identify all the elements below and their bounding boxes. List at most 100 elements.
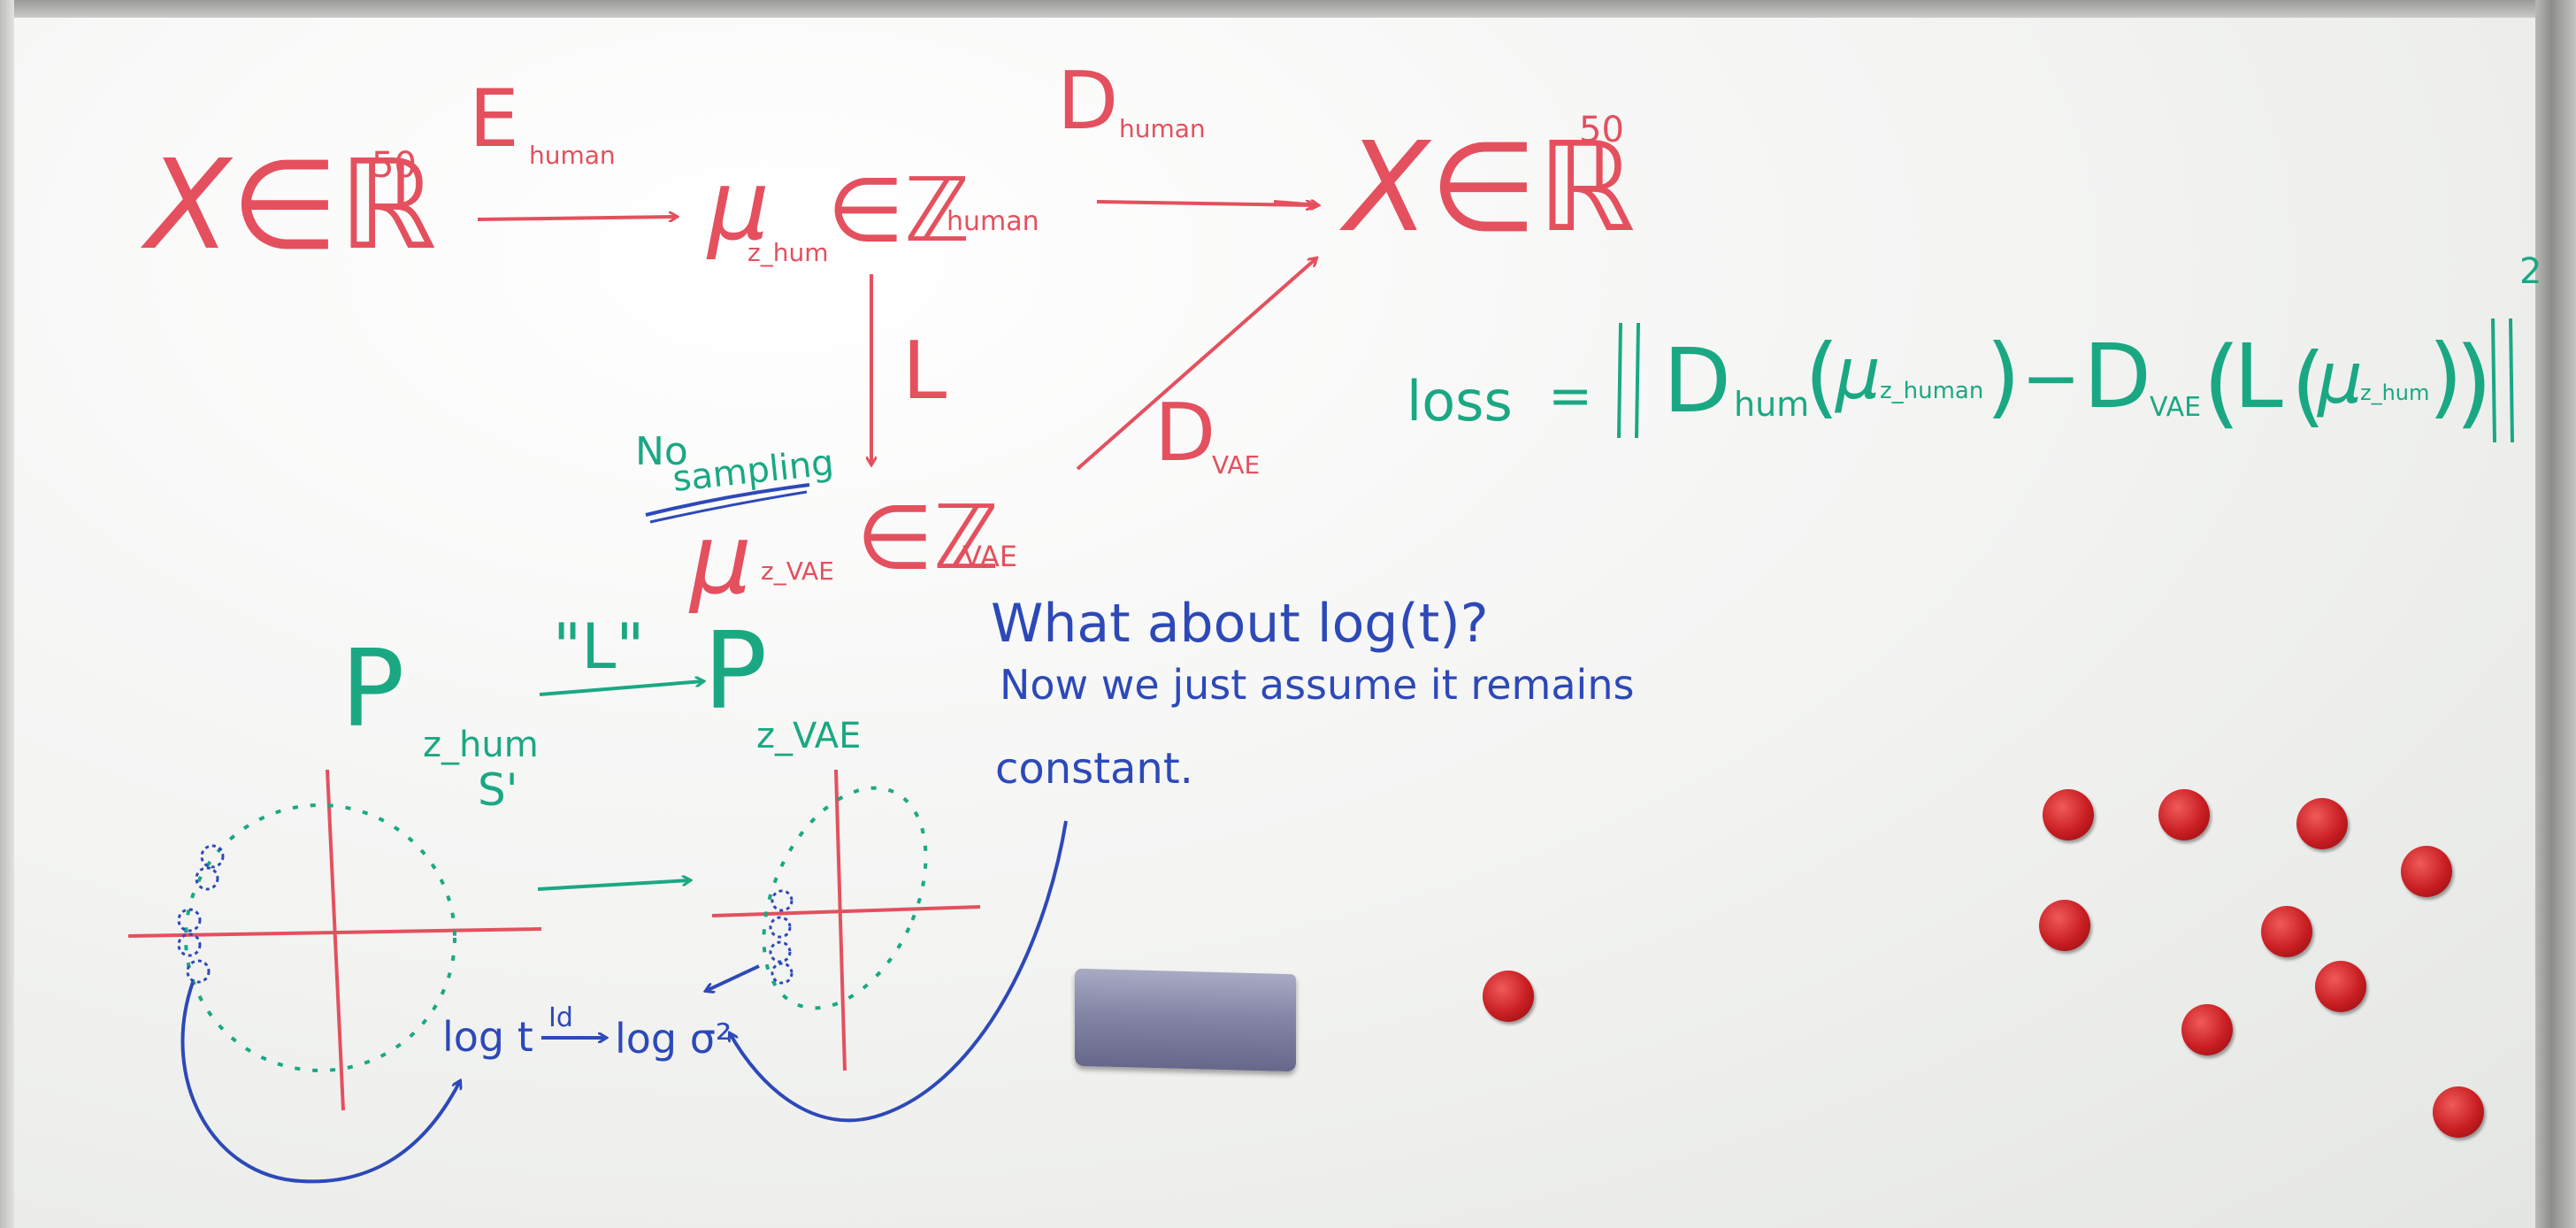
loss-equation: loss = D hum ( μ z_human ) − D VAE ( L (… xyxy=(1407,251,2542,443)
loss-d-hum: D xyxy=(1663,329,1731,433)
magnet xyxy=(2296,798,2348,849)
loss-paren4: ( xyxy=(2291,334,2326,437)
right-y-axis xyxy=(834,769,847,1071)
left-sample-5 xyxy=(186,959,211,984)
left-axes-plot xyxy=(127,769,542,1111)
d-sub: human xyxy=(1119,114,1206,143)
p-left: P xyxy=(341,628,404,751)
in-z-human-sub: human xyxy=(947,206,1039,237)
no-sampling-underline xyxy=(645,483,810,517)
magnet xyxy=(2039,900,2090,951)
distribution-mapping: P z_hum "L" P z_VAE S' xyxy=(341,610,861,891)
right-sample-1 xyxy=(770,889,794,912)
mu-z-human: μ xyxy=(706,149,770,262)
x-right: X∈ℝ xyxy=(1338,116,1636,260)
loss-mu-hum: μ xyxy=(2316,337,2363,419)
left-sample-4 xyxy=(177,933,202,957)
arrow-d xyxy=(1096,202,1314,205)
magnet xyxy=(2181,1004,2233,1055)
left-circle xyxy=(184,803,456,1072)
x-right-sup: 50 xyxy=(1579,110,1624,150)
loss-paren1: ( xyxy=(1805,325,1839,428)
magnet xyxy=(1483,971,1534,1022)
arrow-axes xyxy=(537,880,690,891)
mu-z-vae: μ xyxy=(688,503,752,616)
mu-z-human-sub: z_hum xyxy=(748,238,828,267)
loss-label: loss xyxy=(1407,369,1513,434)
left-sample-2 xyxy=(195,866,219,891)
loss-exponent: 2 xyxy=(2519,251,2542,292)
top-row: X∈ℝ 50 E human μ z_hum ∈ℤ human D human … xyxy=(140,55,1636,278)
in-z-vae-sub: VAE xyxy=(962,540,1017,573)
right-axes-plot xyxy=(711,769,981,1071)
magnet xyxy=(2158,789,2210,840)
loss-paren3: ( xyxy=(2203,326,2241,439)
id-label: Id xyxy=(548,1002,573,1033)
left-sample-3 xyxy=(177,908,202,933)
loss-mu-human-sub: z_human xyxy=(1880,378,1983,404)
right-ellipse xyxy=(762,786,928,1010)
magnet xyxy=(2261,906,2312,957)
arrow-d-vae xyxy=(1076,258,1316,471)
loss-paren5: ) xyxy=(2428,325,2463,428)
log-t: log t xyxy=(442,1013,533,1061)
curve-right xyxy=(730,820,1068,1123)
magnet xyxy=(2401,846,2452,897)
quote-l: "L" xyxy=(553,610,644,683)
in-z-vae: ∈ℤ xyxy=(856,486,1000,589)
magnet xyxy=(2043,789,2094,840)
magnet xyxy=(2315,961,2366,1012)
no-sampling-line1: No xyxy=(635,429,688,474)
left-sample-1 xyxy=(200,844,225,869)
x-left: X∈ℝ xyxy=(140,134,437,278)
note-line2: Now we just assume it remains xyxy=(1000,661,1634,709)
d-vae-sub: VAE xyxy=(1212,450,1260,480)
blue-note: What about log(t)? Now we just assume it… xyxy=(991,593,1634,794)
log-row: log t Id log σ² xyxy=(180,820,1068,1184)
board-frame-right xyxy=(2535,0,2576,1228)
p-right-sub: z_VAE xyxy=(756,716,861,756)
d-label: D xyxy=(1057,55,1118,148)
l-label: L xyxy=(902,325,947,418)
arrow-to-samples xyxy=(706,964,760,991)
loss-minus: − xyxy=(2021,337,2081,419)
norm-left-2 xyxy=(1635,322,1640,439)
e-sub: human xyxy=(529,141,616,170)
left-y-axis xyxy=(326,769,345,1111)
loss-d-vae-sub: VAE xyxy=(2150,392,2201,423)
p-left-sub: z_hum xyxy=(423,725,539,765)
loss-d-vae: D xyxy=(2083,325,2151,428)
loss-mu-human: μ xyxy=(1834,333,1881,415)
no-sampling-underline2 xyxy=(649,490,808,524)
e-label: E xyxy=(469,73,519,165)
d-vae: D xyxy=(1154,387,1215,480)
norm-right-1 xyxy=(2491,318,2496,443)
right-sample-3 xyxy=(769,940,792,963)
right-sample-2 xyxy=(769,916,792,939)
in-z-human: ∈ℤ xyxy=(827,158,970,262)
loss-mu-hum-sub: z_hum xyxy=(2360,380,2429,405)
loss-paren6: ) xyxy=(2455,326,2493,439)
note-line3: constant. xyxy=(995,744,1193,794)
loss-d-hum-sub: hum xyxy=(1734,385,1809,424)
board-frame-left xyxy=(0,0,14,1228)
x-left-sup: 50 xyxy=(372,145,417,186)
s-label: S' xyxy=(478,764,518,816)
magnet xyxy=(2433,1086,2484,1138)
loss-eq: = xyxy=(1548,365,1592,427)
middle-mapping: L D VAE No sampling μ z_VAE ∈ℤ VAE xyxy=(635,258,1316,616)
right-sample-4 xyxy=(770,962,794,985)
log-sigma: log σ² xyxy=(615,1015,732,1063)
right-x-axis xyxy=(711,905,981,917)
norm-right-2 xyxy=(2509,318,2514,443)
norm-left-1 xyxy=(1617,322,1622,439)
whiteboard-eraser xyxy=(1075,968,1296,1072)
arrow-p xyxy=(539,681,703,696)
note-line1: What about log(t)? xyxy=(991,593,1489,655)
mu-z-vae-sub: z_VAE xyxy=(761,556,834,586)
loss-paren2: ) xyxy=(1986,325,2020,428)
arrow-e xyxy=(477,217,677,219)
arrow-d-head2 xyxy=(1273,202,1318,205)
